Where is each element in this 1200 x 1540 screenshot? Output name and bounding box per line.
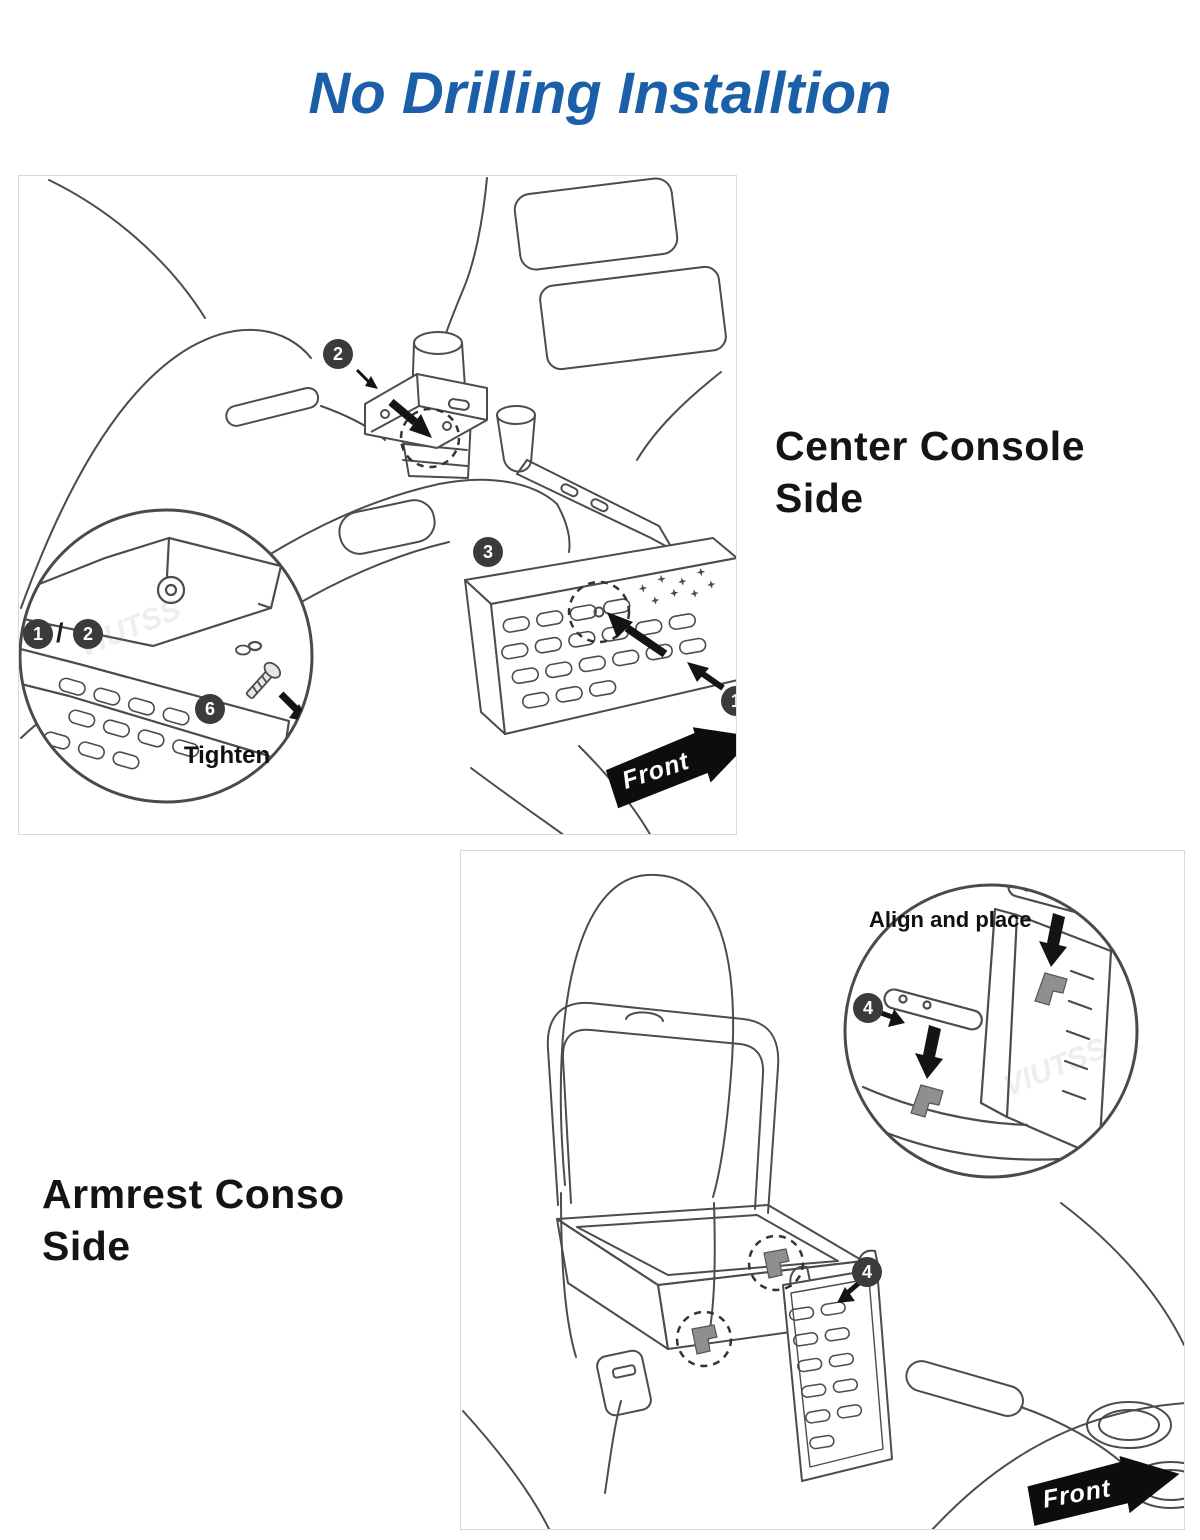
hook-alignment-target-1 xyxy=(747,1234,805,1292)
panel-alignment-target xyxy=(567,580,631,644)
center-console-diagram: 2 3 1 / 2 6 1 Tighten VIUTSS Front xyxy=(18,175,737,835)
front-arrow-icon: Front xyxy=(1025,1446,1184,1529)
label-line-2: Side xyxy=(775,475,864,522)
insert-arrows xyxy=(915,913,1067,1079)
arrow-shape xyxy=(605,727,736,809)
pointer-arrow-main xyxy=(837,1281,861,1303)
callout-badge-2b: 2 xyxy=(73,619,103,649)
align-magnifier-inset xyxy=(843,883,1139,1179)
align-and-place-label: Align and place xyxy=(869,907,1032,932)
label-line-2: Side xyxy=(42,1223,131,1270)
armrest-console-side-label: Armrest Conso Side xyxy=(42,1168,345,1273)
callout-badge-2: 2 xyxy=(323,339,353,369)
page-title: No Drilling Installtion xyxy=(308,61,892,126)
callout-badge-4-main: 4 xyxy=(852,1257,882,1287)
center-console-illustration xyxy=(19,177,736,834)
tighten-label: Tighten xyxy=(183,742,271,769)
armrest-console-diagram: 4 4 Align and place VIUTSS Front xyxy=(460,850,1185,1530)
molle-panel xyxy=(464,537,736,735)
callout-badge-edge: 1 xyxy=(721,686,736,716)
callout-badge-3: 3 xyxy=(473,537,503,567)
armrest-console-illustration xyxy=(462,873,1184,1529)
hook-alignment-target-2 xyxy=(675,1310,733,1368)
callout-badge-6: 6 xyxy=(195,694,225,724)
callout-badge-1: 1 xyxy=(23,619,53,649)
callout-badge-4-inset: 4 xyxy=(853,993,883,1023)
inset-clips xyxy=(910,972,1068,1118)
screw-icon xyxy=(235,644,282,700)
mount-clips xyxy=(691,1248,879,1355)
arrow-shape xyxy=(1027,1455,1180,1526)
label-line-1: Center Console xyxy=(775,423,1085,469)
label-line-1: Armrest Conso xyxy=(42,1171,345,1217)
shifter-alignment-target xyxy=(399,407,461,469)
pointer-arrow-inset xyxy=(880,1009,905,1027)
armrest-molle-panel xyxy=(782,1268,893,1482)
front-arrow-icon: Front xyxy=(601,710,736,814)
center-console-side-label: Center Console Side xyxy=(775,420,1085,525)
callout-slash: / xyxy=(56,618,64,648)
